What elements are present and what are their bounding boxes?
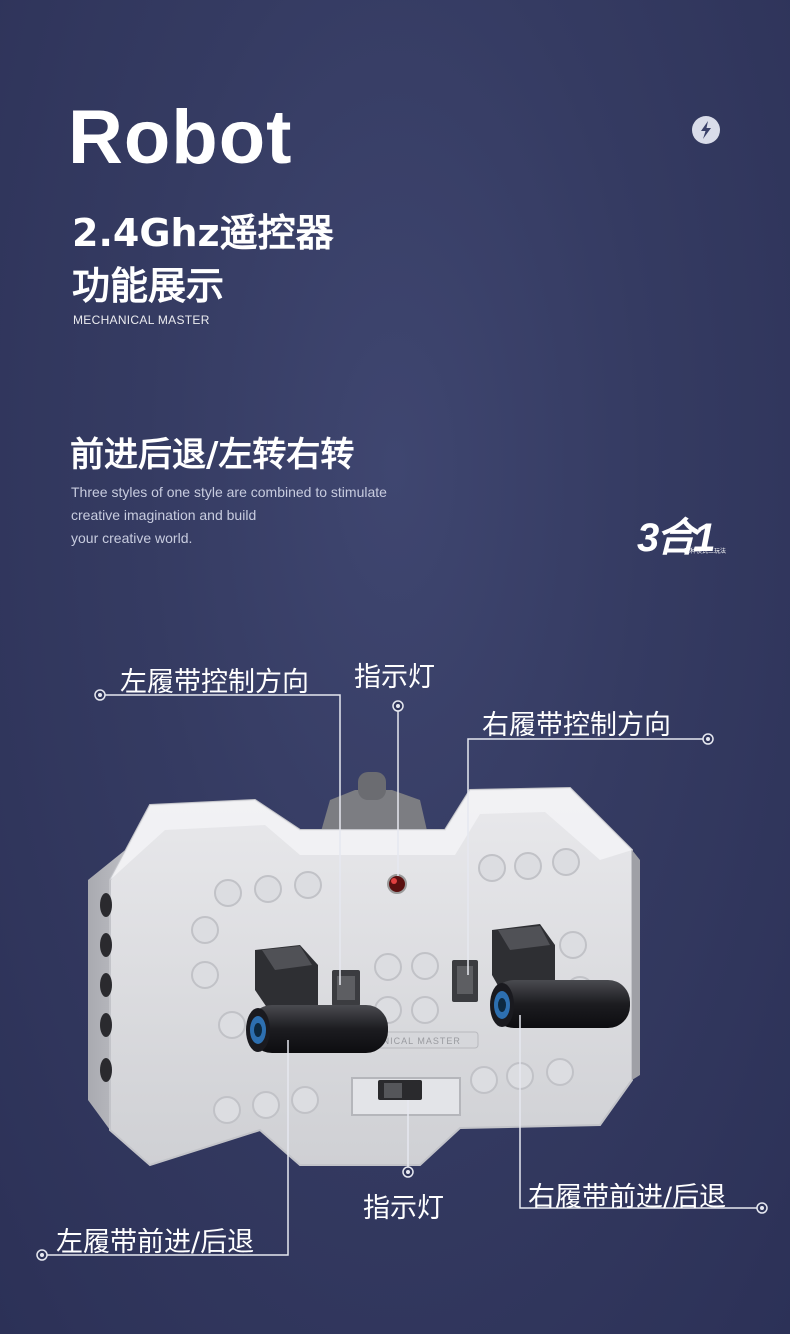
callout-right-track-direction: 右履带控制方向 <box>482 710 671 741</box>
left-joystick <box>246 945 388 1053</box>
callout-right-track-forward-back: 右履带前进/后退 <box>528 1182 727 1213</box>
callout-indicator-bottom: 指示灯 <box>363 1193 444 1224</box>
three-in-one-logo: 3合1 <box>637 516 715 560</box>
subtitle-line-1: 2.4Ghz遥控器 <box>72 211 334 255</box>
controller-body: MECHANICAL MASTER <box>88 786 640 1167</box>
callout-lines <box>42 694 762 1256</box>
callout-left-track-forward-back: 左履带前进/后退 <box>56 1227 255 1258</box>
indicator-led <box>387 874 407 894</box>
engraving-text: MECHANICAL MASTER <box>345 1036 461 1046</box>
right-trim-slider <box>452 960 478 1002</box>
left-trim-slider <box>332 970 360 1006</box>
callout-left-track-direction: 左履带控制方向 <box>120 667 309 698</box>
lightning-icon <box>692 116 720 144</box>
description-line: your creative world. <box>71 530 193 546</box>
description-line: creative imagination and build <box>71 507 257 523</box>
section-heading: 前进后退/左转右转 <box>70 435 355 475</box>
power-switch <box>351 1077 461 1116</box>
page-title: Robot <box>68 95 293 180</box>
right-joystick <box>490 924 630 1028</box>
three-in-one-logo-caption: 三种模式三玩法 <box>684 548 727 555</box>
antenna <box>320 772 428 835</box>
callout-indicator-top: 指示灯 <box>354 662 435 693</box>
subtitle-line-2: 功能展示 <box>72 264 225 308</box>
description-line: Three styles of one style are combined t… <box>71 484 387 500</box>
tagline: MECHANICAL MASTER <box>73 313 210 327</box>
